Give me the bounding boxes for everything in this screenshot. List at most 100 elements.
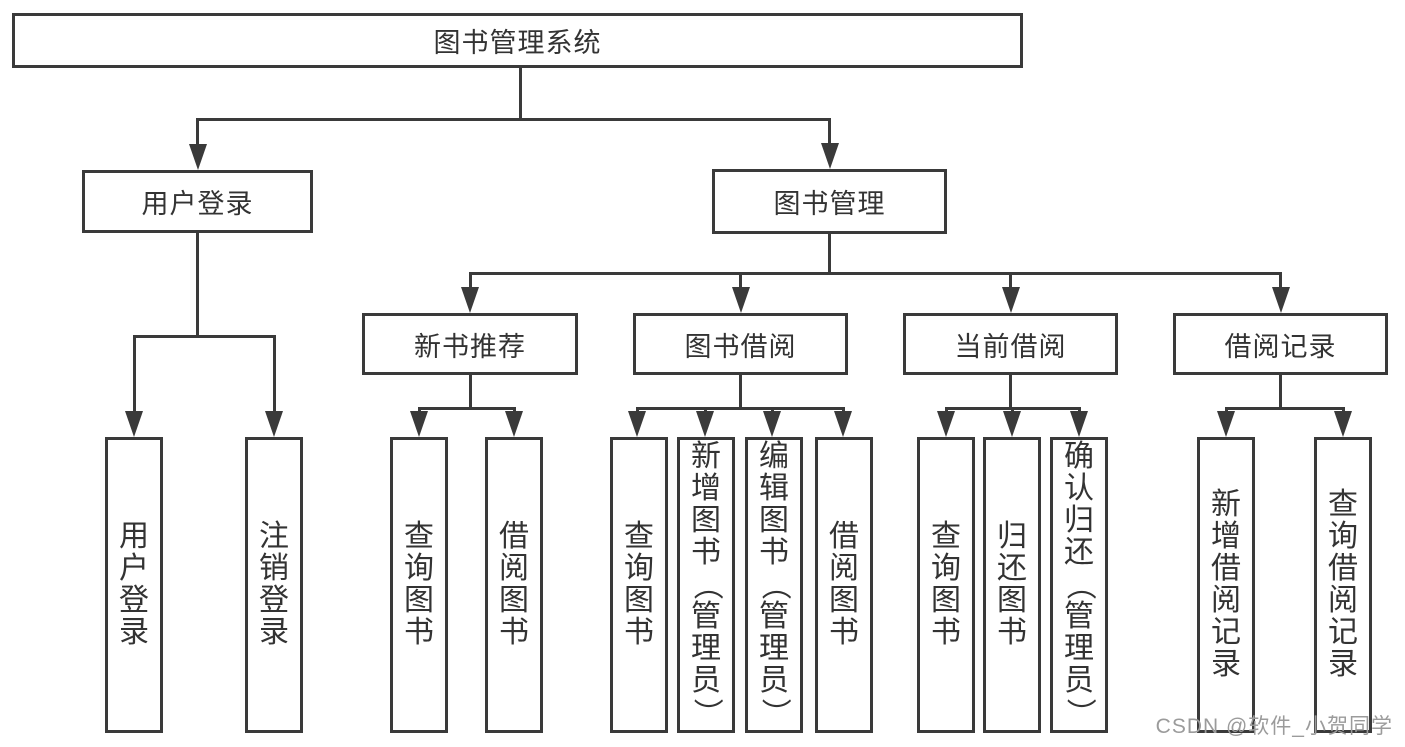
node-book-borrowing-label: 图书借阅: [684, 331, 797, 362]
arrow-down-icon: [696, 411, 714, 437]
vertical-glyph: 确: [1064, 440, 1094, 473]
connector-drop: [828, 118, 831, 151]
vertical-glyph: 记: [1211, 616, 1241, 649]
arrow-down-icon: [731, 287, 750, 313]
leaf-borrow-books-1: 借阅图书: [485, 437, 543, 733]
connector-drop: [1279, 272, 1282, 295]
leaf-query-books-1-label: 查询图书: [404, 521, 434, 649]
connector-drop: [468, 272, 472, 295]
node-current-borrowing: 当前借阅: [903, 313, 1118, 375]
leaf-user-login-label: 用户登录: [119, 521, 149, 649]
vertical-glyph: 询: [404, 552, 434, 585]
vertical-glyph: 用: [119, 520, 149, 553]
vertical-glyph: 登: [259, 584, 289, 617]
vertical-glyph: 员: [759, 664, 789, 697]
vertical-glyph: 销: [259, 552, 289, 585]
leaf-add-books-admin: 新增图书（管理员）: [677, 437, 735, 733]
vertical-glyph: 阅: [829, 552, 859, 585]
vertical-glyph: （: [690, 570, 723, 600]
arrow-down-icon: [1070, 411, 1088, 437]
leaf-query-books-1: 查询图书: [390, 437, 448, 733]
leaf-user-login: 用户登录: [105, 437, 163, 733]
vertical-glyph: 辑: [759, 472, 789, 505]
vertical-glyph: 图: [691, 504, 721, 537]
connector-rail: [417, 407, 516, 410]
vertical-glyph: 图: [829, 584, 859, 617]
vertical-glyph: 书: [624, 616, 654, 649]
vertical-glyph: 借: [1328, 552, 1358, 585]
node-current-borrowing-label: 当前借阅: [954, 331, 1067, 362]
vertical-glyph: ）: [1063, 698, 1096, 728]
vertical-glyph: （: [758, 570, 791, 600]
vertical-glyph: 增: [691, 472, 721, 505]
leaf-add-borrow-record: 新增借阅记录: [1197, 437, 1255, 733]
vertical-glyph: 书: [997, 616, 1027, 649]
node-root: 图书管理系统: [12, 13, 1023, 68]
vertical-glyph: 图: [997, 584, 1027, 617]
vertical-glyph: 管: [691, 600, 721, 633]
csdn-watermark: CSDN @软件_小贺同学: [1155, 715, 1393, 738]
connector-stem: [1009, 375, 1012, 410]
vertical-glyph: 认: [1064, 472, 1094, 505]
vertical-glyph: 书: [499, 616, 529, 649]
arrow-down-icon: [834, 411, 852, 437]
connector-drop: [132, 335, 136, 419]
connector-stem: [828, 234, 831, 275]
vertical-glyph: 理: [1064, 632, 1094, 665]
vertical-glyph: 录: [1211, 648, 1241, 681]
vertical-glyph: 理: [691, 632, 721, 665]
connector-rail: [635, 407, 845, 410]
arrow-down-icon: [410, 411, 428, 437]
node-user-login: 用户登录: [82, 170, 313, 233]
vertical-glyph: 询: [624, 552, 654, 585]
connector-rail: [132, 335, 276, 338]
connector-stem: [1279, 375, 1282, 410]
leaf-logout: 注销登录: [245, 437, 303, 733]
leaf-confirm-return-admin-label: 确认归还（管理员）: [1063, 440, 1096, 729]
vertical-glyph: 图: [759, 504, 789, 537]
connector-stem: [196, 233, 199, 338]
vertical-glyph: 录: [1328, 648, 1358, 681]
arrow-down-icon: [1271, 287, 1290, 313]
leaf-edit-books-admin: 编辑图书（管理员）: [745, 437, 803, 733]
vertical-glyph: 查: [624, 520, 654, 553]
arrow-down-icon: [265, 411, 283, 437]
vertical-glyph: ）: [758, 698, 791, 728]
leaf-query-books-3-label: 查询图书: [931, 521, 961, 649]
arrow-down-icon: [1334, 411, 1352, 437]
vertical-glyph: 增: [1211, 520, 1241, 553]
arrow-down-icon: [188, 144, 207, 170]
vertical-glyph: 员: [691, 664, 721, 697]
leaf-query-books-2-label: 查询图书: [624, 521, 654, 649]
vertical-glyph: 阅: [499, 552, 529, 585]
arrow-down-icon: [763, 411, 781, 437]
vertical-glyph: 书: [404, 616, 434, 649]
connector-rail: [196, 118, 831, 121]
vertical-glyph: 阅: [1328, 584, 1358, 617]
vertical-glyph: 归: [997, 520, 1027, 553]
arrow-down-icon: [1001, 287, 1020, 313]
vertical-glyph: 询: [931, 552, 961, 585]
node-borrowing-records-label: 借阅记录: [1224, 331, 1337, 362]
arrow-down-icon: [461, 287, 479, 313]
arrow-down-icon: [125, 411, 143, 437]
vertical-glyph: 记: [1328, 616, 1358, 649]
vertical-glyph: 书: [829, 616, 859, 649]
leaf-borrow-books-2: 借阅图书: [815, 437, 873, 733]
arrow-down-icon: [820, 143, 839, 169]
vertical-glyph: ）: [690, 698, 723, 728]
vertical-glyph: 查: [1328, 488, 1358, 521]
connector-stem: [468, 375, 472, 410]
leaf-query-borrow-record-label: 查询借阅记录: [1328, 489, 1358, 681]
vertical-glyph: 图: [499, 584, 529, 617]
vertical-glyph: 图: [624, 584, 654, 617]
node-book-borrowing: 图书借阅: [633, 313, 848, 375]
node-borrowing-records: 借阅记录: [1173, 313, 1388, 375]
leaf-query-books-2: 查询图书: [610, 437, 668, 733]
vertical-glyph: 归: [1064, 504, 1094, 537]
leaf-return-books-label: 归还图书: [997, 521, 1027, 649]
vertical-glyph: 查: [404, 520, 434, 553]
connector-drop: [272, 335, 276, 419]
vertical-glyph: 图: [931, 584, 961, 617]
node-new-book-recommend-label: 新书推荐: [414, 331, 526, 362]
